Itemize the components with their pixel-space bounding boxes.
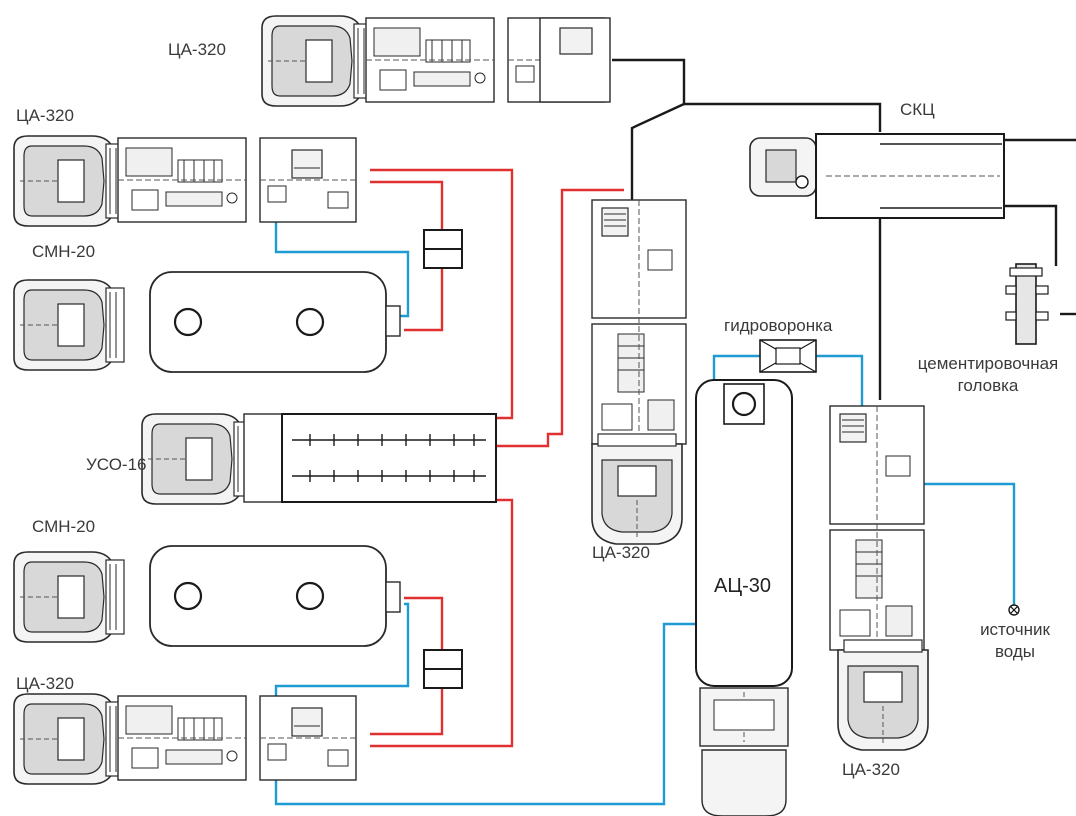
truck-ac30 [696,380,792,816]
water-source-symbol [1009,605,1019,615]
label-ca320-center: ЦА-320 [592,543,650,563]
label-cementing-head-line1: цементировочная [902,353,1074,375]
label-hydro-hopper: гидроворонка [724,316,832,336]
truck-ca320-top [262,16,610,106]
truck-ca320-left-upper [14,136,356,226]
label-ca320-right: ЦА-320 [842,760,900,780]
truck-ca320-left-lower [14,694,356,784]
truck-uso16 [142,414,496,504]
label-ac30: АЦ-30 [714,575,771,598]
label-uso16: УСО-16 [86,455,147,475]
label-smn20-lower: СМН-20 [32,517,95,537]
label-water-source-line1: источник [960,619,1070,641]
label-ca320-left-lower: ЦА-320 [16,674,74,694]
label-water-source: источник воды [960,619,1070,663]
unit-skc [750,134,1004,218]
truck-ca320-right [830,406,928,750]
hydro-hopper [760,340,816,372]
label-skc: СКЦ [900,100,935,120]
manifold-lower [424,650,462,688]
truck-ca320-center [592,200,686,544]
label-water-source-line2: воды [960,641,1070,663]
label-cementing-head-line2: головка [902,375,1074,397]
label-ca320-left-upper: ЦА-320 [16,106,74,126]
truck-smn20-upper [14,272,400,372]
label-smn20-upper: СМН-20 [32,242,95,262]
label-ca320-top: ЦА-320 [168,40,226,60]
label-cementing-head: цементировочная головка [902,353,1074,397]
cementing-head [1006,264,1048,344]
manifold-upper [424,230,462,268]
truck-smn20-lower [14,546,400,646]
